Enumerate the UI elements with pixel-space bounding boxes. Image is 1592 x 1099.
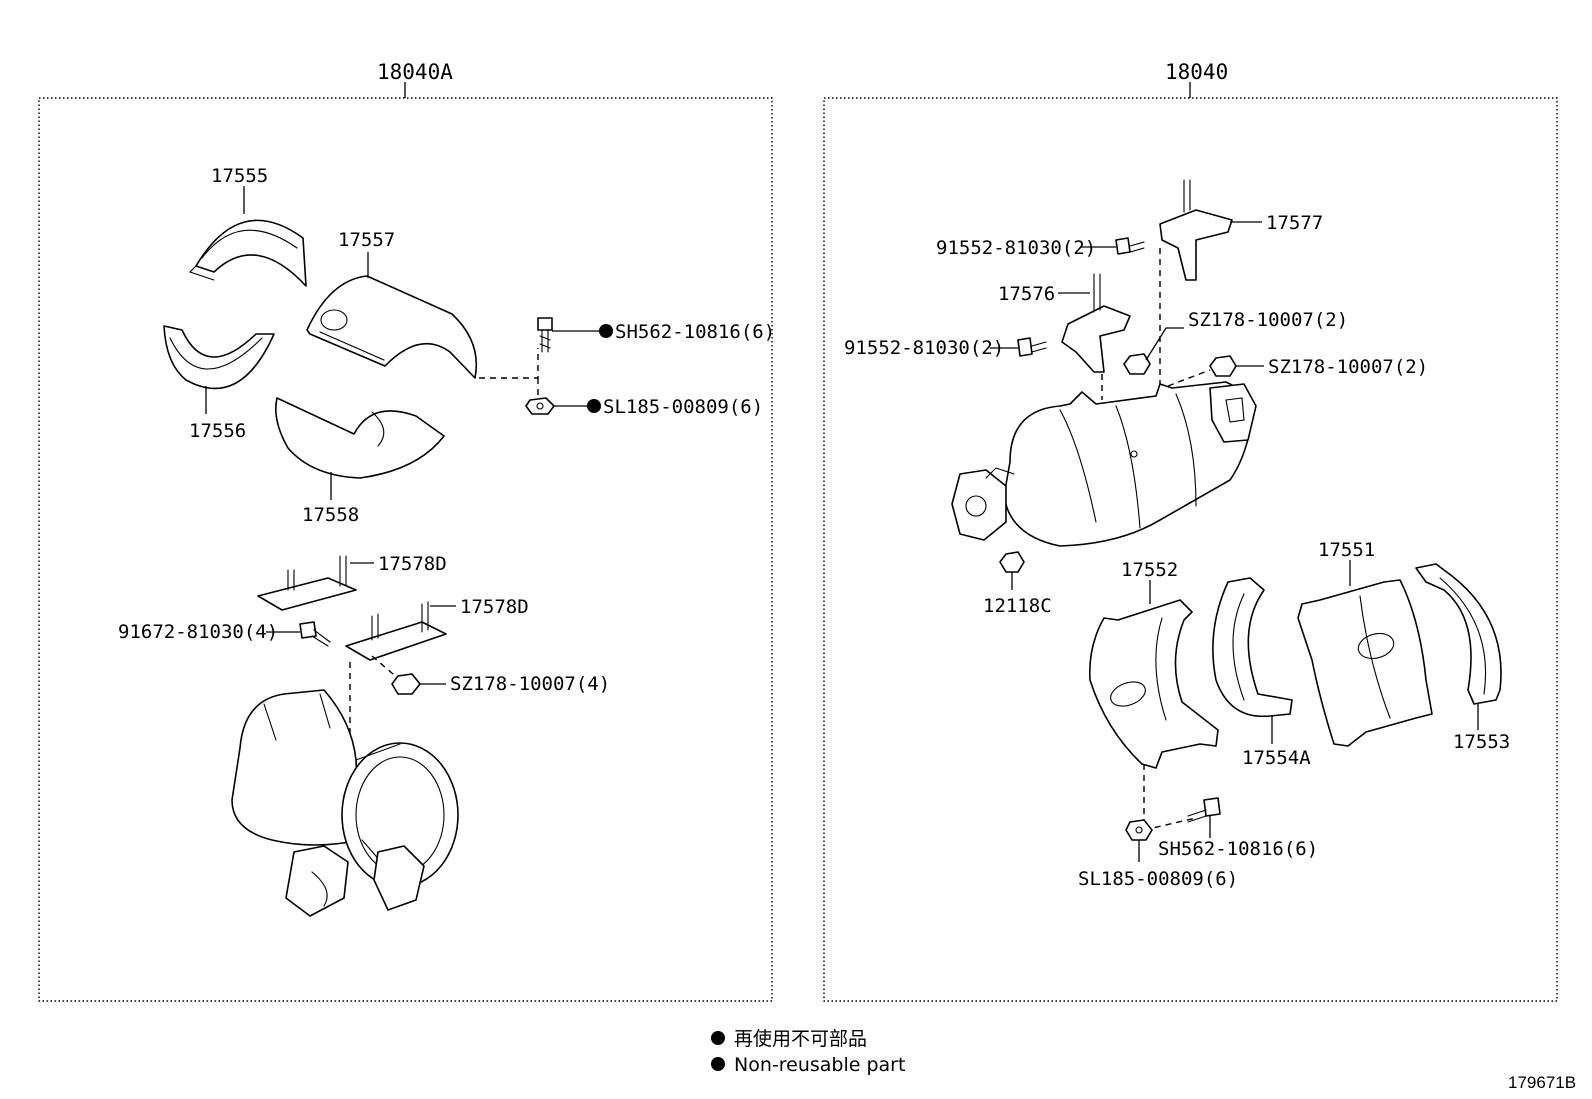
catalytic-converter-left <box>231 689 459 917</box>
figure-code: 179671B <box>1508 1073 1576 1092</box>
diesel-particulate-filter <box>951 381 1257 547</box>
bolt-91552-a: 91552-81030(2) <box>936 237 1145 259</box>
nut-sl185-left: SL185-00809(6) <box>525 396 763 418</box>
bolt-91672-left: 91672-81030(4) <box>118 621 331 647</box>
nut-sz178-b: SZ178-10007(2) <box>1167 355 1428 387</box>
label-91552-b: 91552-81030(2) <box>844 337 1004 359</box>
label-sl185-right: SL185-00809(6) <box>1078 868 1238 890</box>
heat-shield-17557: 17557 <box>306 229 478 379</box>
heat-shield-17552: 17552 <box>1088 559 1219 769</box>
bracket-17576: 17576 <box>998 273 1131 373</box>
label-17554a: 17554A <box>1242 747 1311 769</box>
bolt-sh562-right: SH562-10816(6) <box>1158 797 1318 860</box>
heat-shield-17553: 17553 <box>1415 563 1510 753</box>
bolt-sh562-left: SH562-10816(6) <box>537 317 775 353</box>
nut-sl185-right: SL185-00809(6) <box>1078 819 1238 890</box>
assembly-label-right: 18040 <box>1165 60 1228 84</box>
label-17555: 17555 <box>211 165 268 187</box>
label-12118c: 12118C <box>983 595 1052 617</box>
assembly-18040: 18040 17577 91552-81030(2) 17576 <box>823 60 1558 1002</box>
assembly-label-left: 18040A <box>377 60 453 84</box>
label-17577: 17577 <box>1266 212 1323 234</box>
heat-shield-17554a: 17554A <box>1212 577 1311 769</box>
heat-shield-17556: 17556 <box>163 325 275 442</box>
label-17578d-a: 17578D <box>378 553 447 575</box>
label-17576: 17576 <box>998 283 1055 305</box>
bolt-91552-b: 91552-81030(2) <box>844 337 1047 359</box>
label-sz178-b: SZ178-10007(2) <box>1268 356 1428 378</box>
assembly-18040a: 18040A 17555 17557 17556 <box>38 60 775 1002</box>
label-17558: 17558 <box>302 504 359 526</box>
label-91552-a: 91552-81030(2) <box>936 237 1096 259</box>
label-sh562-left: SH562-10816(6) <box>615 321 775 343</box>
heat-shield-17551: 17551 <box>1297 539 1433 747</box>
bracket-17578d-a: 17578D <box>257 553 447 611</box>
label-91672-left: 91672-81030(4) <box>118 621 278 643</box>
label-sh562-right: SH562-10816(6) <box>1158 838 1318 860</box>
nut-sz178-left: SZ178-10007(4) <box>391 673 610 695</box>
label-17552: 17552 <box>1121 559 1178 581</box>
label-17556: 17556 <box>189 420 246 442</box>
label-17553: 17553 <box>1453 731 1510 753</box>
label-17578d-b: 17578D <box>460 596 529 618</box>
gasket-12118c: 12118C <box>983 551 1052 617</box>
legend-en: Non-reusable part <box>734 1054 905 1076</box>
heat-shield-17555: 17555 <box>188 165 307 287</box>
nut-sz178-a: SZ178-10007(2) <box>1123 309 1348 375</box>
bracket-17578d-b: 17578D <box>345 596 529 661</box>
label-17551: 17551 <box>1318 539 1375 561</box>
assembly-frame-right <box>823 97 1558 1002</box>
heat-shield-17558: 17558 <box>275 397 445 526</box>
assembly-frame-left <box>38 97 773 1002</box>
legend: 再使用不可部品 Non-reusable part <box>711 1028 905 1076</box>
legend-jp: 再使用不可部品 <box>734 1028 867 1050</box>
label-17557: 17557 <box>338 229 395 251</box>
label-sl185-left: SL185-00809(6) <box>603 396 763 418</box>
bracket-17577: 17577 <box>1159 179 1323 281</box>
label-sz178-left: SZ178-10007(4) <box>450 673 610 695</box>
label-sz178-a: SZ178-10007(2) <box>1188 309 1348 331</box>
